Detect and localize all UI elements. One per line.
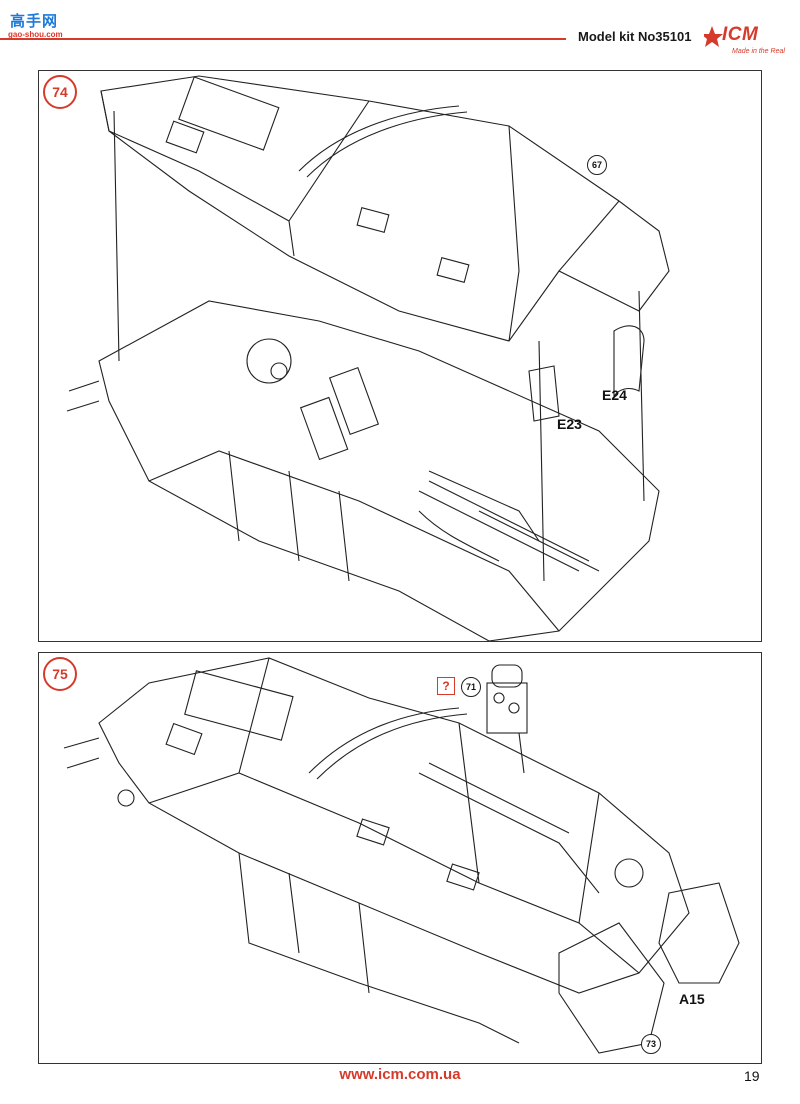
step-number-75: 75 xyxy=(43,657,77,691)
watermark-logo: 高手网 gao-shou.com xyxy=(4,4,76,40)
step-number-74: 74 xyxy=(43,75,77,109)
reference-circle-71: 71 xyxy=(461,677,481,697)
page-number: 19 xyxy=(744,1068,760,1084)
reference-circle-73: 73 xyxy=(641,1034,661,1054)
header-rule xyxy=(0,38,566,40)
assembly-drawing-74 xyxy=(66,75,670,641)
star-icon xyxy=(701,26,723,47)
part-label-e23: E23 xyxy=(557,416,582,432)
watermark-subtext: gao-shou.com xyxy=(8,30,63,39)
icm-logo: ICM Made in the Real xyxy=(701,22,790,68)
kit-number: Model kit No35101 xyxy=(578,29,692,44)
attention-mark: ? xyxy=(437,677,455,695)
part-label-a15: A15 xyxy=(679,991,705,1007)
watermark-text: 高手网 xyxy=(10,12,59,30)
assembly-drawing-75 xyxy=(63,657,740,1054)
step-panel-74: 74 67 E24 E23 xyxy=(38,70,762,642)
part-label-e24: E24 xyxy=(602,387,627,403)
logo-text: ICM xyxy=(722,24,759,45)
step-panel-75: 75 ? 71 73 A15 xyxy=(38,652,762,1064)
footer-url: www.icm.com.ua xyxy=(339,1066,461,1083)
reference-circle-67: 67 xyxy=(587,155,607,175)
logo-subtext: Made in the Real xyxy=(732,48,785,55)
